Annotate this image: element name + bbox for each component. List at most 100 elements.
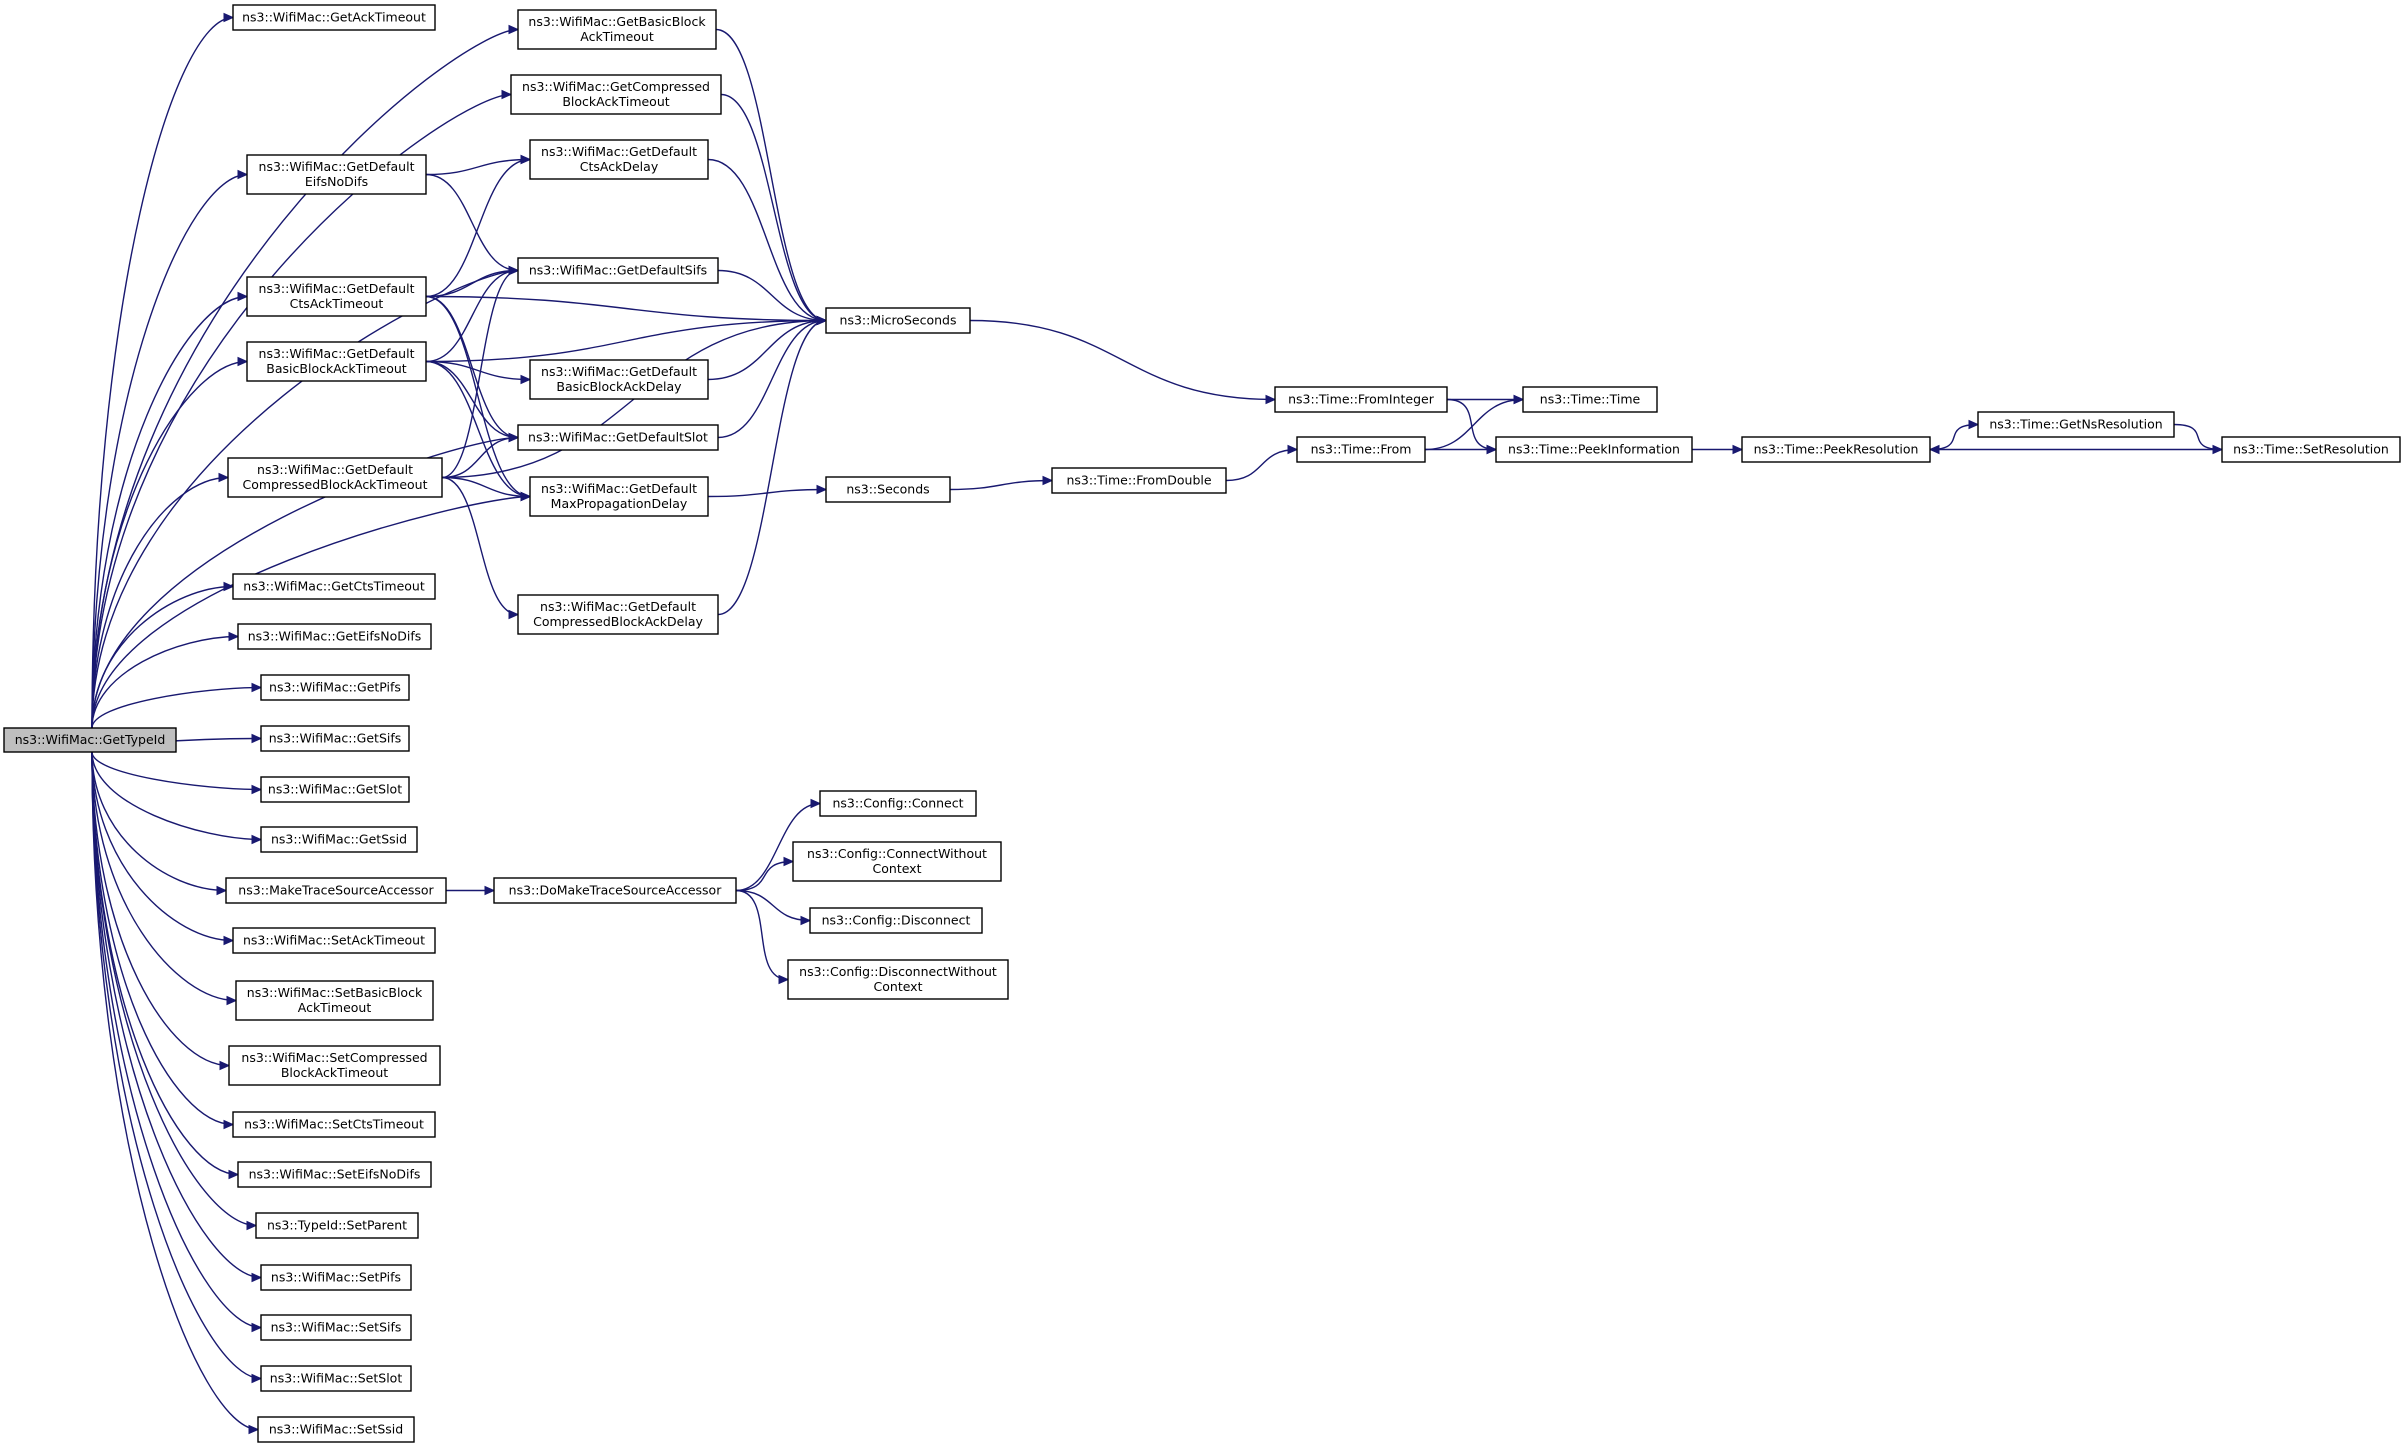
node-set-cts-timeout[interactable]: ns3::WifiMac::SetCtsTimeout <box>232 1111 436 1138</box>
node-get-ns-resolution[interactable]: ns3::Time::GetNsResolution <box>1977 411 2175 438</box>
edge-micro-seconds-to-from-integer <box>969 319 1277 405</box>
node-label: ns3::WifiMac::GetSsid <box>271 832 407 847</box>
node-config-disconnect[interactable]: ns3::Config::Disconnect <box>809 907 983 934</box>
node-get-ssid[interactable]: ns3::WifiMac::GetSsid <box>260 826 418 853</box>
edge-get-type-id-to-set-cts-timeout <box>91 751 235 1130</box>
edge-arrowhead <box>783 856 795 867</box>
node-time-from[interactable]: ns3::Time::From <box>1296 436 1426 463</box>
node-label: ns3::WifiMac::SetBasicBlock <box>247 985 423 1000</box>
edge-arrowhead <box>237 169 249 180</box>
node-get-default-slot[interactable]: ns3::WifiMac::GetDefaultSlot <box>517 424 719 451</box>
node-label: ns3::Seconds <box>846 482 929 497</box>
edge-arrowhead <box>816 484 828 495</box>
edge-get-type-id-to-set-sifs <box>91 751 263 1333</box>
edge-arrowhead <box>508 432 520 443</box>
node-get-default-max-propagation-delay[interactable]: ns3::WifiMac::GetDefaultMaxPropagationDe… <box>529 476 709 517</box>
node-get-compressed-block-ack-timeout[interactable]: ns3::WifiMac::GetCompressedBlockAckTimeo… <box>510 74 722 115</box>
edge-line <box>91 360 248 729</box>
edge-line <box>1424 398 1524 451</box>
node-box <box>225 877 447 904</box>
edge-arrowhead <box>251 784 263 795</box>
node-get-ack-timeout[interactable]: ns3::WifiMac::GetAckTimeout <box>232 4 436 31</box>
node-peek-resolution[interactable]: ns3::Time::PeekResolution <box>1741 436 1931 463</box>
node-label: ns3::WifiMac::GetSlot <box>268 782 402 797</box>
node-get-type-id[interactable]: ns3::WifiMac::GetTypeId <box>3 727 177 753</box>
node-box <box>257 1416 415 1443</box>
edge-do-make-trace-source-accessor-to-config-connect <box>735 798 822 892</box>
node-get-eifs-no-difs[interactable]: ns3::WifiMac::GetEifsNoDifs <box>237 623 432 650</box>
node-config-connect[interactable]: ns3::Config::Connect <box>819 790 977 817</box>
node-label: ns3::WifiMac::GetDefault <box>259 346 415 361</box>
edge-line <box>91 751 257 1227</box>
edge-line <box>2173 423 2223 451</box>
edge-line <box>91 751 262 1380</box>
node-from-double[interactable]: ns3::Time::FromDouble <box>1051 467 1227 494</box>
node-set-resolution[interactable]: ns3::Time::SetResolution <box>2221 436 2401 463</box>
node-get-default-compressed-block-ack-timeout[interactable]: ns3::WifiMac::GetDefaultCompressedBlockA… <box>227 457 443 498</box>
node-seconds[interactable]: ns3::Seconds <box>825 476 951 503</box>
node-label: ns3::WifiMac::GetBasicBlock <box>528 14 706 29</box>
edge-get-type-id-to-get-cts-timeout <box>91 581 235 729</box>
edge-arrowhead <box>251 1272 263 1283</box>
node-label: ns3::Time::PeekResolution <box>1754 442 1919 457</box>
node-label: ns3::WifiMac::GetDefault <box>541 481 697 496</box>
edge-line <box>425 158 531 298</box>
call-edges <box>91 12 2224 1435</box>
node-make-trace-source-accessor[interactable]: ns3::MakeTraceSourceAccessor <box>225 877 447 904</box>
edge-arrowhead <box>251 682 263 693</box>
node-box <box>3 727 177 753</box>
edge-line <box>707 158 827 322</box>
edge-line <box>717 269 827 322</box>
node-set-compressed-block-ack-timeout[interactable]: ns3::WifiMac::SetCompressedBlockAckTimeo… <box>228 1045 441 1086</box>
node-micro-seconds[interactable]: ns3::MicroSeconds <box>825 307 971 334</box>
node-time-time[interactable]: ns3::Time::Time <box>1522 386 1658 413</box>
edge-line <box>717 319 827 616</box>
node-get-pifs[interactable]: ns3::WifiMac::GetPifs <box>260 674 410 701</box>
node-set-slot[interactable]: ns3::WifiMac::SetSlot <box>260 1365 412 1392</box>
node-type-id-set-parent[interactable]: ns3::TypeId::SetParent <box>255 1212 419 1239</box>
node-get-sifs[interactable]: ns3::WifiMac::GetSifs <box>260 725 410 752</box>
edge-arrowhead <box>1287 444 1299 455</box>
edge-get-default-compressed-block-ack-timeout-to-get-default-slot <box>441 432 520 479</box>
node-label: ns3::DoMakeTraceSourceAccessor <box>509 883 723 898</box>
node-get-default-sifs[interactable]: ns3::WifiMac::GetDefaultSifs <box>517 257 719 284</box>
node-get-default-compressed-block-ack-delay[interactable]: ns3::WifiMac::GetDefaultCompressedBlockA… <box>517 594 719 635</box>
node-get-default-basic-block-ack-delay[interactable]: ns3::WifiMac::GetDefaultBasicBlockAckDel… <box>529 359 709 400</box>
node-peek-information[interactable]: ns3::Time::PeekInformation <box>1495 436 1693 463</box>
edge-arrowhead <box>228 631 240 642</box>
node-set-eifs-no-difs[interactable]: ns3::WifiMac::SetEifsNoDifs <box>237 1161 432 1188</box>
edge-line <box>91 751 234 942</box>
node-label: ns3::TypeId::SetParent <box>267 1218 407 1233</box>
edge-peek-resolution-to-get-ns-resolution <box>1929 419 1980 451</box>
node-get-default-basic-block-ack-timeout[interactable]: ns3::WifiMac::GetDefaultBasicBlockAckTim… <box>246 341 427 382</box>
node-label: ns3::WifiMac::GetDefault <box>541 144 697 159</box>
edge-arrowhead <box>223 935 235 946</box>
node-label: ns3::WifiMac::GetAckTimeout <box>242 10 426 25</box>
node-set-ssid[interactable]: ns3::WifiMac::SetSsid <box>257 1416 415 1443</box>
edge-from-integer-to-time-time <box>1446 394 1525 405</box>
node-set-pifs[interactable]: ns3::WifiMac::SetPifs <box>260 1264 412 1291</box>
node-get-cts-timeout[interactable]: ns3::WifiMac::GetCtsTimeout <box>232 573 436 600</box>
edge-get-type-id-to-get-ack-timeout <box>91 12 235 729</box>
node-do-make-trace-source-accessor[interactable]: ns3::DoMakeTraceSourceAccessor <box>493 877 737 904</box>
node-get-slot[interactable]: ns3::WifiMac::GetSlot <box>260 776 410 803</box>
node-from-integer[interactable]: ns3::Time::FromInteger <box>1274 386 1448 413</box>
node-set-ack-timeout[interactable]: ns3::WifiMac::SetAckTimeout <box>232 927 436 954</box>
edge-arrowhead <box>508 609 520 620</box>
node-set-sifs[interactable]: ns3::WifiMac::SetSifs <box>260 1314 412 1341</box>
edge-arrowhead <box>223 12 235 23</box>
edge-arrowhead <box>1265 394 1277 405</box>
node-box <box>809 907 983 934</box>
node-label: MaxPropagationDelay <box>551 496 688 511</box>
node-label: CompressedBlockAckDelay <box>533 614 703 629</box>
node-box <box>529 359 709 400</box>
node-box <box>517 424 719 451</box>
edge-line <box>720 93 827 322</box>
